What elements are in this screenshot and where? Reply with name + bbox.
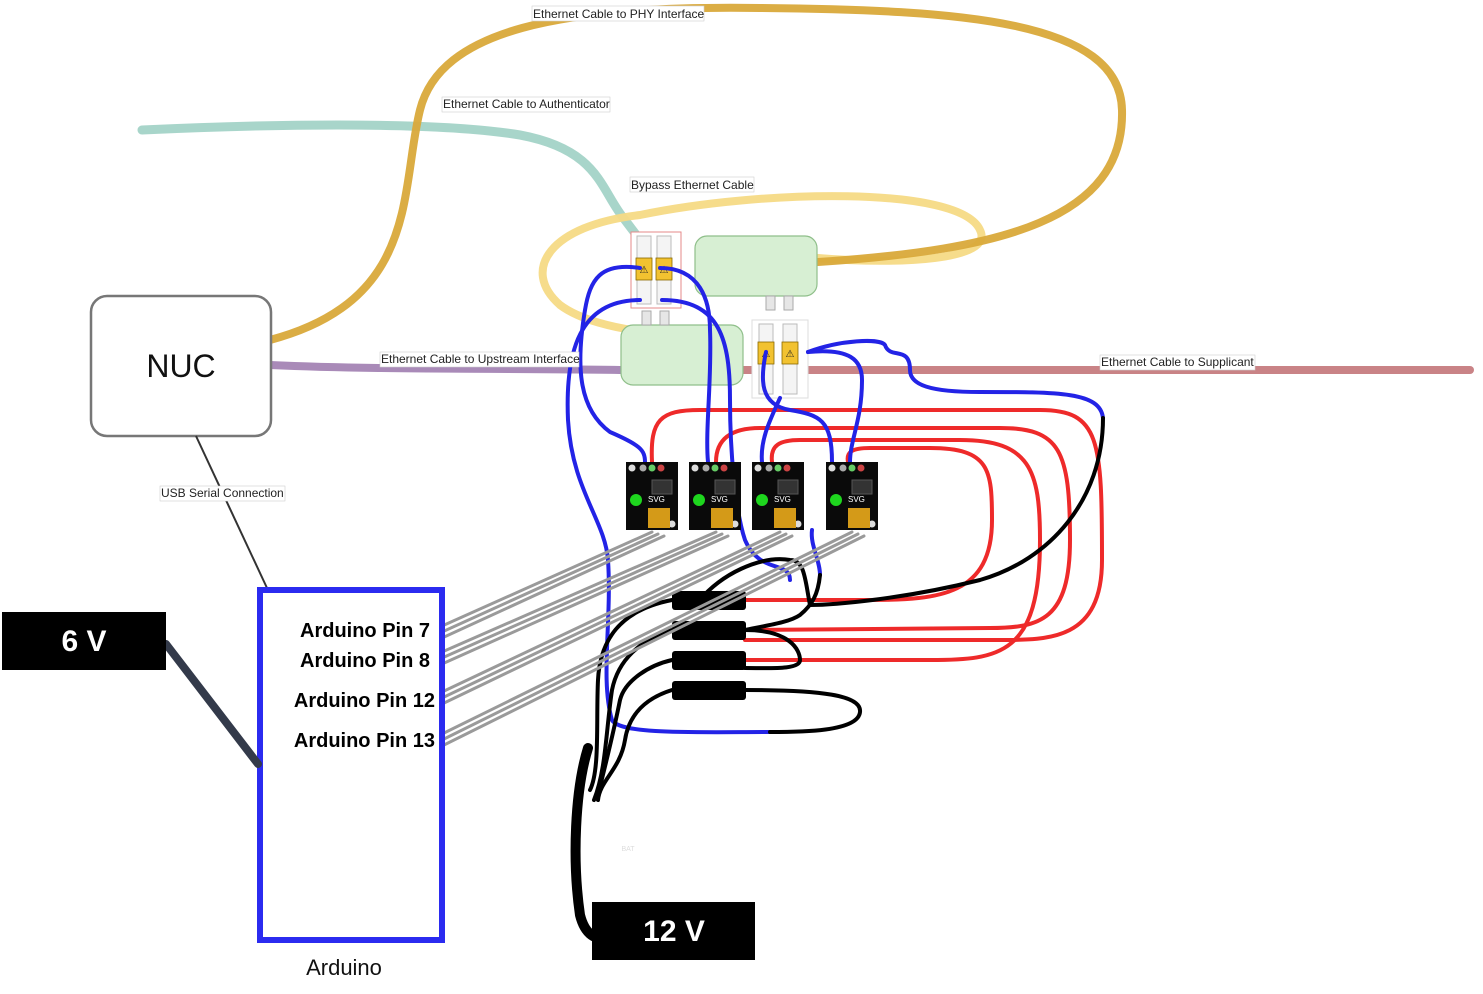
label-bypass-cable: Bypass Ethernet Cable <box>629 176 755 193</box>
relay-4-text: SVG <box>848 495 865 504</box>
label-usb-serial: USB Serial Connection <box>159 485 286 502</box>
arduino-pin-12-label: Arduino Pin 12 <box>294 690 435 712</box>
label-authenticator-cable: Ethernet Cable to Authenticator <box>441 96 611 113</box>
switch-port <box>765 295 776 311</box>
arduino-pin-13-label: Arduino Pin 13 <box>294 730 435 752</box>
relay-1-text: SVG <box>648 495 665 504</box>
relay-2-text: SVG <box>711 495 728 504</box>
label-phy-cable: Ethernet Cable to PHY Interface <box>531 5 705 22</box>
svg-text:⚠: ⚠ <box>786 349 795 360</box>
relay-module-1: SVG <box>626 462 678 530</box>
svg-text:Ethernet Cable to Authenticato: Ethernet Cable to Authenticator <box>443 97 610 111</box>
label-upstream-cable: Ethernet Cable to Upstream Interface <box>379 351 580 368</box>
relay-3-text: SVG <box>774 495 791 504</box>
svg-text:Bypass Ethernet Cable: Bypass Ethernet Cable <box>631 178 754 192</box>
six-v-supply <box>2 612 166 670</box>
svg-text:⚠: ⚠ <box>640 265 649 276</box>
lower-solenoid-pair: ⚠ ⚠ <box>751 319 809 399</box>
upstream-ethernet-cable <box>266 361 629 374</box>
svg-text:⚠: ⚠ <box>660 265 669 276</box>
arduino-board: Arduino Pin 7 Arduino Pin 8 Arduino Pin … <box>257 587 445 943</box>
signal-wires <box>440 530 866 748</box>
label-supplicant-cable: Ethernet Cable to Supplicant <box>1099 354 1256 371</box>
switch-port <box>641 310 652 326</box>
authenticator-ethernet-cable <box>137 120 660 267</box>
svg-text:USB Serial Connection: USB Serial Connection <box>161 486 284 500</box>
switch-port <box>783 295 794 311</box>
relay-module-3: SVG <box>752 462 804 530</box>
nuc-label: NUC <box>146 348 215 384</box>
relay-module-4: SVG <box>826 462 878 530</box>
bat-label: BAT <box>621 846 635 853</box>
blue-wires <box>565 264 1105 735</box>
arduino-pin-8-label: Arduino Pin 8 <box>300 650 430 672</box>
phy-ethernet-cable <box>266 3 1127 344</box>
black-wires <box>588 416 1105 802</box>
arduino-pin-7-label: Arduino Pin 7 <box>300 620 430 642</box>
svg-text:Ethernet Cable to Upstream Int: Ethernet Cable to Upstream Interface <box>381 352 580 366</box>
twelve-v-supply <box>592 902 755 960</box>
lower-switch-box <box>620 324 744 386</box>
usb-serial-line <box>195 435 268 589</box>
svg-text:Ethernet Cable to Supplicant: Ethernet Cable to Supplicant <box>1101 355 1254 369</box>
relay-module-2: SVG <box>689 462 741 530</box>
nuc-box: NUC <box>89 294 273 438</box>
upper-switch-box <box>694 235 818 297</box>
six-v-label: 6 V <box>61 625 106 658</box>
switch-port <box>659 310 670 326</box>
twelve-v-label: 12 V <box>643 915 705 948</box>
svg-text:Ethernet Cable to PHY Interfac: Ethernet Cable to PHY Interface <box>533 7 705 21</box>
six-v-wire <box>162 640 262 768</box>
arduino-label: Arduino <box>306 955 382 980</box>
